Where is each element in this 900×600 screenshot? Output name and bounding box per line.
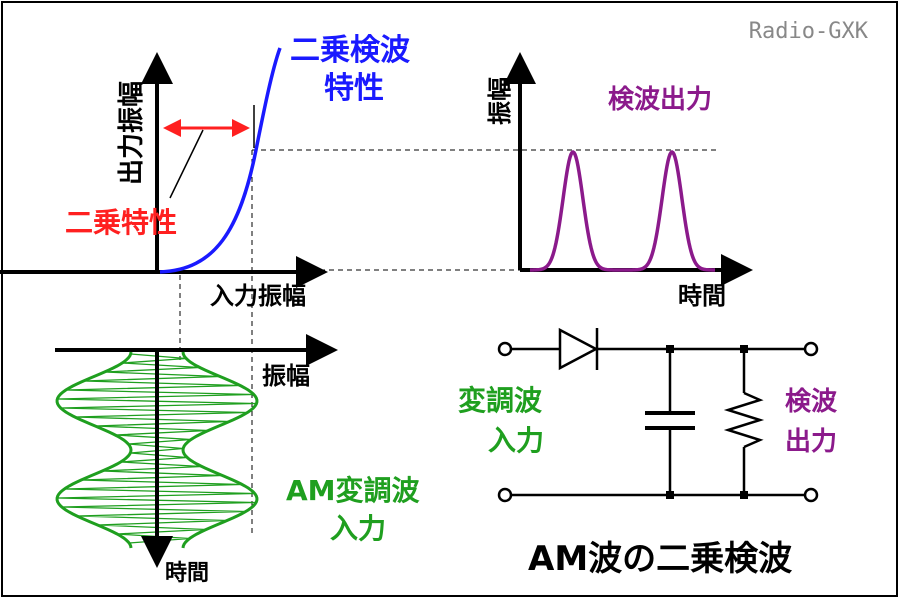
diode <box>558 327 599 371</box>
output-amplitude-label: 出力振幅 <box>117 81 147 185</box>
input-terminal-bottom <box>497 487 513 503</box>
square-label: 二乗特性 <box>65 206 177 239</box>
junction-dot <box>666 345 674 353</box>
input-wave-time-label: 時間 <box>165 561 209 586</box>
resistor <box>723 349 765 495</box>
transfer-characteristic: 二乗検波 特性 二乗特性 出力振幅 入力振幅 <box>0 33 720 535</box>
am-input-wave: 振幅 時間 AM変調波 入力 <box>55 334 421 586</box>
junction-dot <box>666 491 674 499</box>
output-plot-amplitude-label: 振幅 <box>486 77 514 125</box>
junction-dot <box>740 491 748 499</box>
output-plot-time-label: 時間 <box>678 282 726 310</box>
am-carrier <box>57 353 257 544</box>
watermark: Radio-GXK <box>749 19 869 44</box>
curve-label-line1: 二乗検波 <box>290 33 411 68</box>
junction-dot <box>740 345 748 353</box>
am-label-line2: 入力 <box>330 512 386 545</box>
detector-output-plot: 振幅 時間 検波出力 <box>486 52 753 310</box>
circuit-output-label-line2: 出力 <box>785 427 837 457</box>
am-envelope <box>181 351 259 549</box>
curve-label-line2: 特性 <box>324 71 384 106</box>
output-terminal-top <box>803 341 819 357</box>
detector-output-waveform <box>530 149 715 272</box>
circuit-input-label-line1: 変調波 <box>458 384 543 417</box>
am-label-line1: AM変調波 <box>286 474 421 507</box>
output-terminal-bottom <box>803 487 819 503</box>
circuit-output-label-line1: 検波 <box>785 387 838 417</box>
detector-circuit <box>497 327 819 503</box>
input-wave-amplitude-label: 振幅 <box>262 362 310 390</box>
square-label-leader <box>169 129 204 199</box>
square-law-curve <box>159 47 282 274</box>
circuit-input-label-line2: 入力 <box>488 424 544 457</box>
am-envelope <box>55 351 133 549</box>
input-amplitude-label: 入力振幅 <box>210 282 306 310</box>
diagram-title: AM波の二乗検波 <box>528 539 792 579</box>
output-plot-label: 検波出力 <box>608 85 712 115</box>
input-terminal-top <box>497 341 513 357</box>
am-waveform <box>55 351 259 549</box>
capacitor <box>645 349 695 495</box>
